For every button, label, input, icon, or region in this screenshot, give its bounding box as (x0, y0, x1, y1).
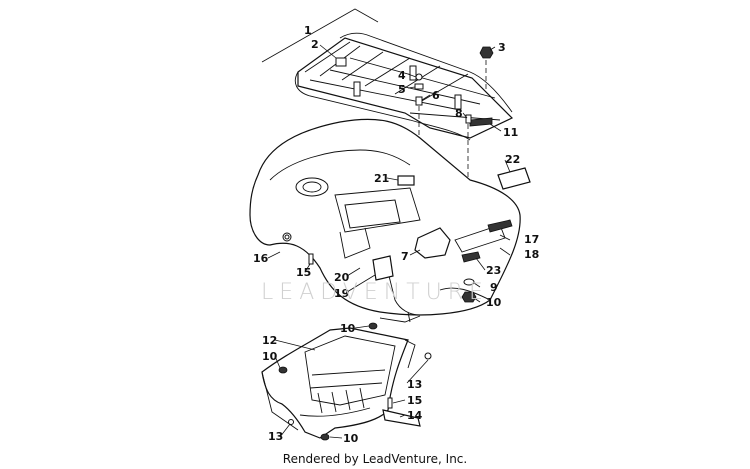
screw-15-bottom (387, 397, 393, 409)
callout-22: 22 (505, 153, 520, 166)
callout-6: 6 (432, 89, 440, 102)
decal-22 (497, 167, 531, 190)
nut-10-bottom (320, 433, 330, 441)
nut-10-left (278, 366, 288, 374)
rear-rack[interactable] (294, 32, 514, 141)
watermark: LEADVENTURE (261, 280, 489, 305)
callout-10-left: 10 (262, 350, 278, 363)
callout-20: 20 (334, 271, 350, 284)
callout-18: 18 (524, 248, 539, 261)
callout-21: 21 (374, 172, 389, 185)
leader-lines (267, 44, 511, 439)
callout-12: 12 (262, 334, 277, 347)
callout-3: 3 (498, 41, 506, 54)
callout-19: 19 (334, 287, 349, 300)
group-bracket-1 (261, 8, 379, 63)
heel-guard-14 (382, 409, 421, 427)
callout-14: 14 (407, 409, 423, 422)
callout-9: 9 (490, 281, 498, 294)
callout-11: 11 (503, 126, 518, 139)
callout-15-top: 15 (296, 266, 311, 279)
decal-21 (397, 175, 415, 186)
callout-2: 2 (311, 38, 319, 51)
pushpin-16 (284, 234, 290, 240)
callout-10-bottom: 10 (343, 432, 359, 445)
callout-7: 7 (401, 250, 409, 263)
callout-5: 5 (398, 83, 406, 96)
callout-23: 23 (486, 264, 501, 277)
callout-10-fender: 10 (486, 296, 502, 309)
rear-fender[interactable] (249, 118, 521, 323)
rack-nut-3 (479, 46, 494, 92)
screw-13-right (424, 352, 432, 360)
callout-8: 8 (455, 107, 463, 120)
callout-10-top: 10 (340, 322, 356, 335)
warning-label-19 (372, 255, 394, 281)
washer-9 (463, 278, 475, 286)
callout-13-left: 13 (268, 430, 283, 443)
callout-4: 4 (398, 69, 406, 82)
screw-15-left (308, 253, 314, 265)
callout-1: 1 (304, 24, 312, 37)
fender-cover-7 (414, 227, 451, 259)
nut-10-top (368, 322, 378, 330)
credit-line: Rendered by LeadVenture, Inc. (282, 452, 468, 466)
callout-17: 17 (524, 233, 539, 246)
screw-13-left (288, 419, 294, 425)
callout-15-bottom: 15 (407, 394, 422, 407)
callout-13-right: 13 (407, 378, 422, 391)
callout-16: 16 (253, 252, 269, 265)
left-footwell[interactable] (261, 327, 416, 439)
nut-10-fender (461, 291, 477, 303)
